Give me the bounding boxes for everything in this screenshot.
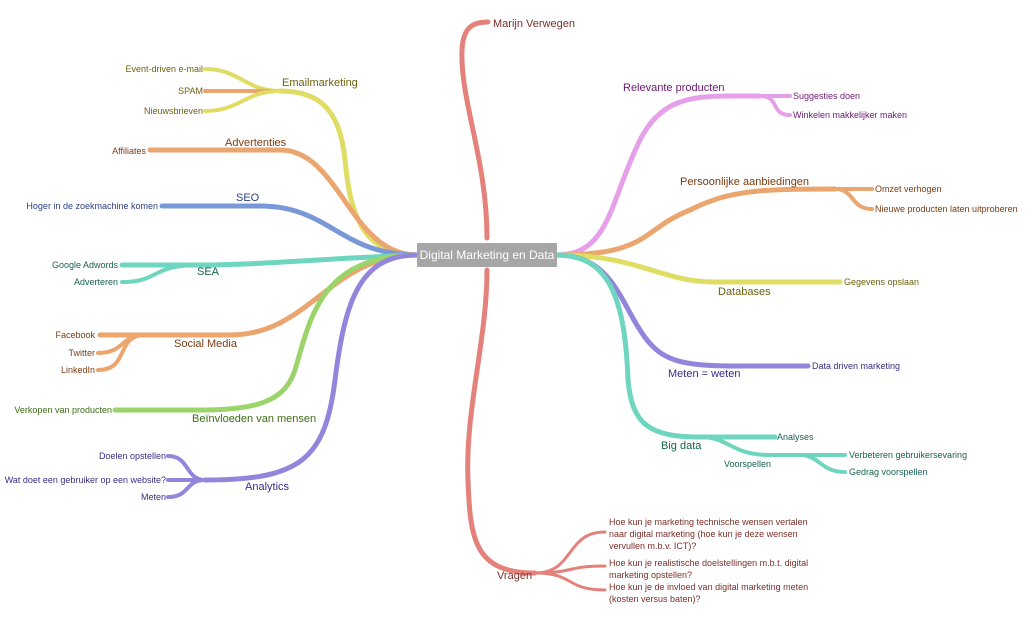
- connector-seo: [159, 203, 420, 258]
- databases-label[interactable]: Databases: [718, 286, 771, 298]
- relevante-item-2[interactable]: Winkelen makkelijker maken: [793, 110, 907, 120]
- connector-relevante-2: [758, 94, 792, 117]
- sea-item-2[interactable]: Adverteren: [74, 277, 118, 287]
- center-label: Digital Marketing en Data: [420, 248, 555, 262]
- social-item-1[interactable]: Facebook: [55, 330, 95, 340]
- connector-meten: [554, 252, 811, 369]
- voorspellen-label[interactable]: Voorspellen: [724, 459, 771, 469]
- sea-label[interactable]: SEA: [197, 266, 220, 278]
- connector-vragen: [465, 267, 538, 576]
- marijn-label[interactable]: Marijn Verwegen: [493, 18, 575, 30]
- meten-item-1[interactable]: Data driven marketing: [812, 361, 900, 371]
- connector-relevante: [554, 93, 763, 258]
- email-item-2[interactable]: SPAM: [178, 86, 203, 96]
- connector-advertenties: [147, 147, 420, 258]
- vragen-q2-line2: marketing opstellen?: [609, 570, 692, 580]
- connector-marijn: [459, 19, 491, 241]
- center-box: [417, 243, 557, 267]
- persoonlijke-item-2[interactable]: Nieuwe producten laten uitproberen: [875, 204, 1018, 214]
- beinvloeden-label[interactable]: Beïnvloeden van mensen: [192, 413, 316, 425]
- advertenties-label[interactable]: Advertenties: [225, 137, 287, 149]
- connector-emailmarketing: [277, 88, 420, 258]
- seo-item-1[interactable]: Hoger in de zoekmachine komen: [26, 201, 158, 211]
- connector-persoonlijke: [554, 186, 838, 258]
- connector-bigdata: [554, 252, 778, 440]
- analytics-label[interactable]: Analytics: [245, 481, 290, 493]
- analytics-item-3[interactable]: Meten: [141, 492, 166, 502]
- voorspellen-item-1[interactable]: Verbeteren gebruikersevaring: [849, 450, 967, 460]
- bigdata-label[interactable]: Big data: [661, 440, 702, 452]
- connectors: [96, 19, 874, 592]
- vragen-q1-line3: vervullen m.b.v. ICT)?: [609, 541, 696, 551]
- persoonlijke-label[interactable]: Persoonlijke aanbiedingen: [680, 176, 809, 188]
- analytics-item-2[interactable]: Wat doet een gebruiker op een website?: [5, 475, 166, 485]
- connector-email-3: [203, 89, 282, 113]
- advertenties-item-1[interactable]: Affiliates: [112, 146, 146, 156]
- connector-vragen-q2: [533, 564, 607, 575]
- email-item-1[interactable]: Event-driven e-mail: [125, 64, 203, 74]
- sea-item-1[interactable]: Google Adwords: [52, 260, 119, 270]
- connector-persoonlijke-2: [833, 187, 874, 211]
- bigdata-item-1[interactable]: Analyses: [777, 432, 814, 442]
- connector-vragen-q3: [533, 571, 607, 592]
- connector-analytics: [202, 252, 420, 483]
- databases-item-1[interactable]: Gegevens opslaan: [844, 277, 919, 287]
- seo-label[interactable]: SEO: [236, 192, 260, 204]
- vragen-q1-line1[interactable]: Hoe kun je marketing technische wensen v…: [609, 517, 808, 527]
- center-node[interactable]: Digital Marketing en Data: [417, 243, 557, 267]
- connector-beinvloeden: [112, 252, 420, 413]
- social-item-2[interactable]: Twitter: [68, 348, 95, 358]
- beinvloeden-item-1[interactable]: Verkopen van producten: [14, 405, 112, 415]
- social-label[interactable]: Social Media: [174, 338, 238, 350]
- vragen-q3-line1[interactable]: Hoe kun je de invloed van digital market…: [609, 582, 808, 592]
- connector-analytics-3: [166, 478, 207, 499]
- connector-databases: [554, 252, 843, 285]
- connector-email-1: [203, 67, 282, 93]
- connector-sea-2: [120, 263, 202, 284]
- vragen-q2-line1[interactable]: Hoe kun je realistische doelstellingen m…: [609, 558, 808, 568]
- relevante-item-1[interactable]: Suggesties doen: [793, 91, 860, 101]
- connector-analytics-1: [166, 454, 207, 482]
- connector-voorspellen-2: [798, 453, 847, 474]
- vragen-q1-line2: naar digital marketing (hoe kun je deze …: [609, 529, 798, 539]
- analytics-item-1[interactable]: Doelen opstellen: [99, 451, 166, 461]
- vragen-label[interactable]: Vragen: [497, 570, 532, 582]
- persoonlijke-item-1[interactable]: Omzet verhogen: [875, 184, 942, 194]
- voorspellen-item-2[interactable]: Gedrag voorspellen: [849, 467, 928, 477]
- vragen-q3-line2: (kosten versus baten)?: [609, 594, 701, 604]
- relevante-label[interactable]: Relevante producten: [623, 82, 725, 94]
- emailmarketing-label[interactable]: Emailmarketing: [282, 77, 358, 89]
- email-item-3[interactable]: Nieuwsbrieven: [144, 106, 203, 116]
- social-item-3[interactable]: LinkedIn: [61, 365, 95, 375]
- connector-voorspellen: [698, 435, 847, 457]
- connector-social-3: [96, 333, 147, 372]
- meten-label[interactable]: Meten = weten: [668, 368, 740, 380]
